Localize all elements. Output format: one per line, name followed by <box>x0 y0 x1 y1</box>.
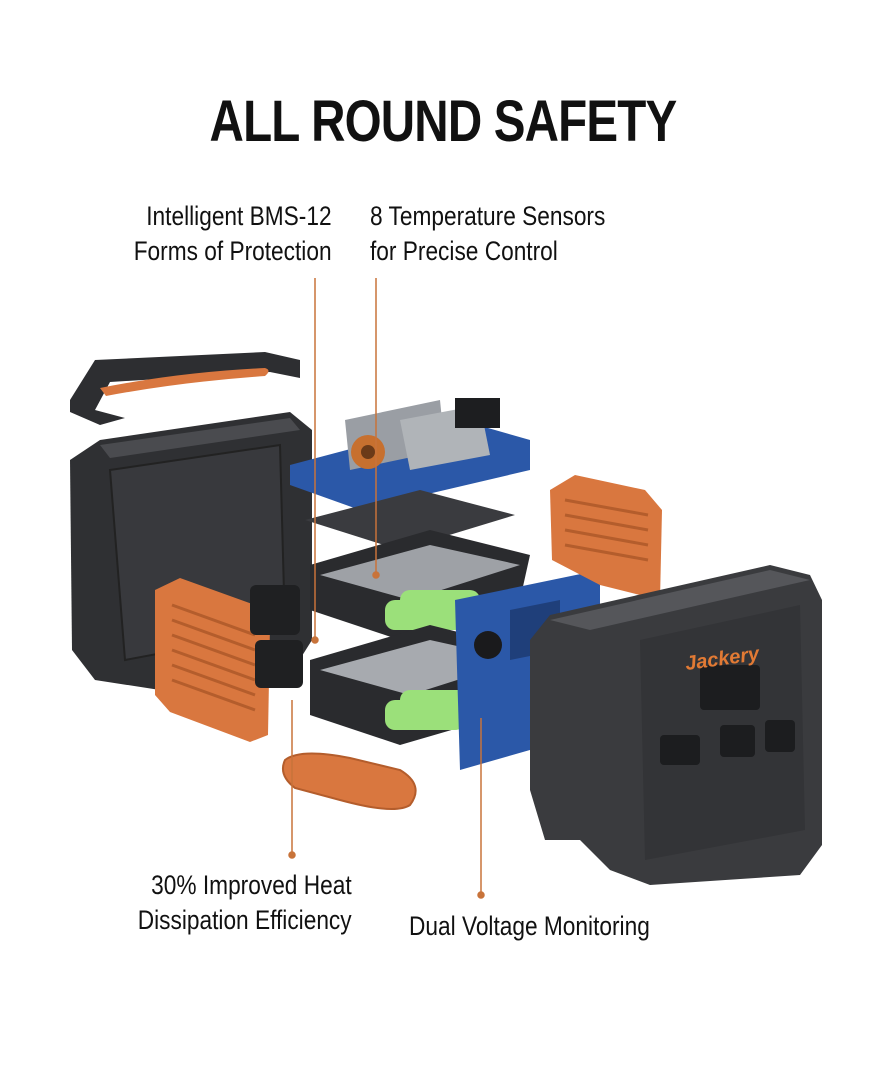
callout-line: Dissipation Efficiency <box>138 905 352 935</box>
callout-line: 30% Improved Heat <box>151 870 352 900</box>
power-station-unit: Jackery <box>530 565 822 885</box>
leader-lines <box>288 278 485 899</box>
handle <box>70 352 300 425</box>
callout-line: Forms of Protection <box>134 236 332 266</box>
callout-heat: 30% Improved Heat Dissipation Efficiency <box>97 868 352 938</box>
page-title: ALL ROUND SAFETY <box>209 89 678 154</box>
callout-line: 8 Temperature Sensors <box>370 201 606 231</box>
callout-sensors: 8 Temperature Sensors for Precise Contro… <box>370 199 650 269</box>
display-screen <box>700 665 760 710</box>
right-vent-panel <box>550 475 662 600</box>
callout-line: for Precise Control <box>370 236 558 266</box>
top-pcb <box>290 398 530 510</box>
fan <box>255 640 303 688</box>
callout-voltage: Dual Voltage Monitoring <box>409 909 696 944</box>
callout-bms: Intelligent BMS-12 Forms of Protection <box>96 199 332 269</box>
insulation-plate <box>305 490 515 550</box>
callout-line: Intelligent BMS-12 <box>146 201 332 231</box>
fan <box>250 585 300 635</box>
callout-line: Dual Voltage Monitoring <box>409 911 650 941</box>
bottom-vent-panel <box>282 752 417 810</box>
left-vent-panel <box>155 578 270 742</box>
